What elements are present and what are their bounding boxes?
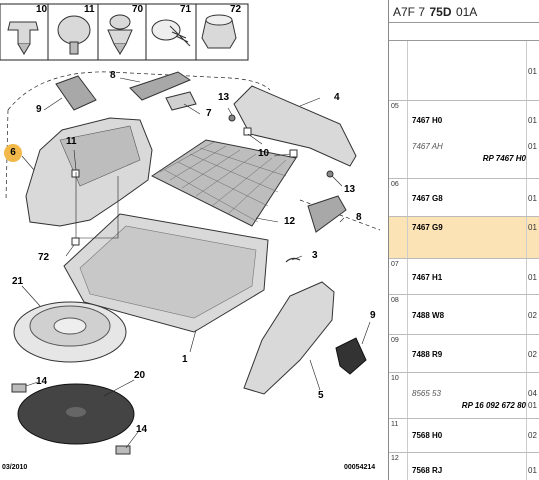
reference-suffix: 01A [455, 5, 478, 19]
part-trim-7 [165, 91, 197, 111]
row-quantity: 01 [528, 194, 537, 203]
callout-21: 21 [12, 276, 24, 287]
row-quantity: 04 [528, 389, 537, 398]
row-index: 06 [391, 181, 399, 188]
row-quantity: 02 [528, 350, 537, 359]
replacement-code: RP 7467 H0 [482, 154, 526, 163]
fir-tree-clip-icon [151, 19, 191, 47]
part-rear-trim-4 [233, 85, 357, 167]
part-side-panel-5 [243, 281, 335, 395]
parts-row-09[interactable]: 09 7488 R9 02 [389, 335, 539, 373]
callout-12: 12 [284, 216, 296, 227]
part-code: 7467 G8 [412, 194, 443, 203]
part-strap-3 [285, 257, 301, 263]
callout-72: 72 [230, 4, 242, 15]
reference-bold: 75D [429, 5, 452, 19]
replacement-code: RP 16 092 672 80 [461, 401, 526, 410]
callout-14: 14 [36, 376, 48, 387]
footer-date: 03/2010 [2, 464, 28, 471]
clip-icon [7, 21, 39, 55]
footer-ref: 00054214 [344, 464, 376, 471]
part-code: 7467 G9 [412, 223, 443, 232]
row-quantity: 01 [528, 67, 537, 76]
header-band [389, 22, 539, 41]
alt-code: 8565 53 [412, 389, 441, 398]
callout-70: 70 [132, 4, 144, 15]
parts-row-08[interactable]: 08 7488 W8 02 [389, 295, 539, 335]
part-screw-13-a [228, 114, 236, 122]
row-index: 08 [391, 297, 399, 304]
callout-13: 13 [218, 92, 230, 103]
parts-row-06[interactable]: 06 7467 G8 01 [389, 179, 539, 217]
row-quantity: 01 [528, 116, 537, 125]
parts-row-07[interactable]: 07 7467 H1 01 [389, 259, 539, 295]
part-cover-8-right [307, 195, 347, 233]
part-screw-13-b [326, 170, 334, 178]
row-quantity: 01 [528, 466, 537, 475]
exploded-parts-diagram: 10 11 70 71 72 8 9 7 13 4 6 11 10 12 8 1… [0, 3, 381, 471]
part-code: 7488 W8 [412, 311, 445, 320]
callout-10b: 10 [258, 148, 270, 159]
callout-8: 8 [110, 70, 116, 81]
leader-lines [21, 77, 371, 449]
callout-4: 4 [334, 92, 340, 103]
part-bracket-9 [55, 75, 97, 111]
callout-9b: 9 [370, 310, 376, 321]
reference-header: A7F 7 75D 01A [389, 0, 539, 23]
callout-6-highlighted[interactable]: 6 [4, 144, 22, 162]
callout-8b: 8 [356, 212, 362, 223]
parts-row-selected[interactable]: 7467 G9 01 [389, 217, 539, 259]
parts-reference-panel: A7F 7 75D 01A 01 05 7467 H0 01 7467 AH 0… [388, 0, 539, 480]
row-quantity-2: 01 [528, 401, 537, 410]
part-code: 7568 RJ [412, 466, 443, 475]
callout-11b: 11 [66, 136, 77, 147]
callout-11: 11 [84, 4, 95, 15]
part-clip-14-b [115, 445, 131, 455]
part-cover-8 [129, 71, 192, 101]
callout-71: 71 [180, 4, 192, 15]
grommet-icon [201, 14, 237, 49]
callout-10: 10 [36, 4, 48, 15]
row-index: 07 [391, 261, 399, 268]
part-wheel-tray-21 [13, 301, 127, 363]
callout-9: 9 [36, 104, 42, 115]
row-index: 12 [391, 455, 399, 462]
callout-14b: 14 [136, 424, 148, 435]
row-quantity: 02 [528, 311, 537, 320]
parts-row-12[interactable]: 12 7568 RJ 01 [389, 453, 539, 480]
callout-72b: 72 [38, 252, 50, 263]
row-index: 09 [391, 337, 399, 344]
row-index: 11 [391, 421, 399, 428]
push-rivet-icon [57, 15, 91, 55]
callout-5: 5 [318, 390, 324, 401]
parts-row-05[interactable]: 05 7467 H0 01 7467 AH 01 RP 7467 H0 [389, 101, 539, 179]
part-clip-14-a [11, 383, 27, 393]
alt-code: 7467 AH [412, 142, 443, 151]
callout-1: 1 [182, 354, 188, 365]
row-index: 05 [391, 103, 399, 110]
screw-clip-icon [107, 14, 133, 55]
row-quantity: 01 [528, 273, 537, 282]
callout-13b: 13 [344, 184, 356, 195]
part-code: 7467 H0 [412, 116, 443, 125]
parts-row-11[interactable]: 11 7568 H0 02 [389, 419, 539, 453]
parts-row-10[interactable]: 10 8565 53 04 RP 16 092 672 80 01 [389, 373, 539, 419]
part-bracket-9-right [335, 337, 367, 375]
callout-3: 3 [312, 250, 318, 261]
part-code: 7488 R9 [412, 350, 443, 359]
row-quantity-2: 01 [528, 142, 537, 151]
row-quantity: 01 [528, 223, 537, 232]
parts-row-top: 01 [389, 41, 539, 101]
callout-20: 20 [134, 370, 146, 381]
row-index: 10 [391, 375, 399, 382]
reference-prefix: A7F 7 [393, 5, 426, 19]
row-quantity: 02 [528, 431, 537, 440]
callout-7: 7 [206, 108, 212, 119]
diagram-drawing [0, 3, 381, 455]
part-code: 7568 H0 [412, 431, 443, 440]
part-cargo-net-12 [151, 139, 297, 227]
part-code: 7467 H1 [412, 273, 443, 282]
